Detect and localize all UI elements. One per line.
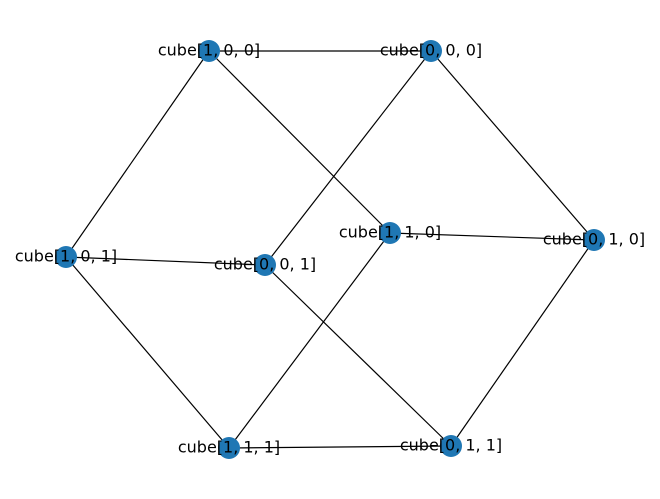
edge-110-010: [389, 232, 595, 241]
node-label-101: cube[1, 0, 1]: [15, 247, 117, 266]
edge-101-001: [65, 256, 266, 266]
edge-010-011: [450, 239, 595, 447]
graph-nodes: [55, 40, 605, 459]
edge-001-011: [264, 264, 452, 447]
node-label-000: cube[0, 0, 0]: [380, 41, 482, 60]
edge-000-010: [430, 50, 595, 241]
edge-100-101: [65, 50, 210, 258]
edge-111-011: [228, 445, 452, 449]
node-110: [379, 222, 401, 244]
node-label-100: cube[1, 0, 0]: [158, 41, 260, 60]
node-label-110: cube[1, 1, 0]: [339, 223, 441, 242]
node-111: [218, 437, 240, 459]
edge-110-111: [228, 232, 391, 449]
edge-101-111: [65, 256, 230, 449]
node-011: [440, 435, 462, 457]
node-010: [583, 229, 605, 251]
node-001: [254, 254, 276, 276]
node-label-111: cube[1, 1, 1]: [178, 438, 280, 457]
graph-labels: cube[1, 0, 0] cube[0, 0, 0] cube[1, 1, 0] c…: [15, 41, 645, 457]
edge-000-001: [264, 50, 432, 266]
graph-edges: [65, 50, 595, 449]
node-label-010: cube[0, 1, 0]: [543, 230, 645, 249]
node-000: [420, 40, 442, 62]
node-label-011: cube[0, 1, 1]: [400, 436, 502, 455]
node-label-001: cube[0, 0, 1]: [214, 255, 316, 274]
node-101: [55, 246, 77, 268]
node-100: [198, 40, 220, 62]
edge-100-110: [208, 50, 391, 234]
